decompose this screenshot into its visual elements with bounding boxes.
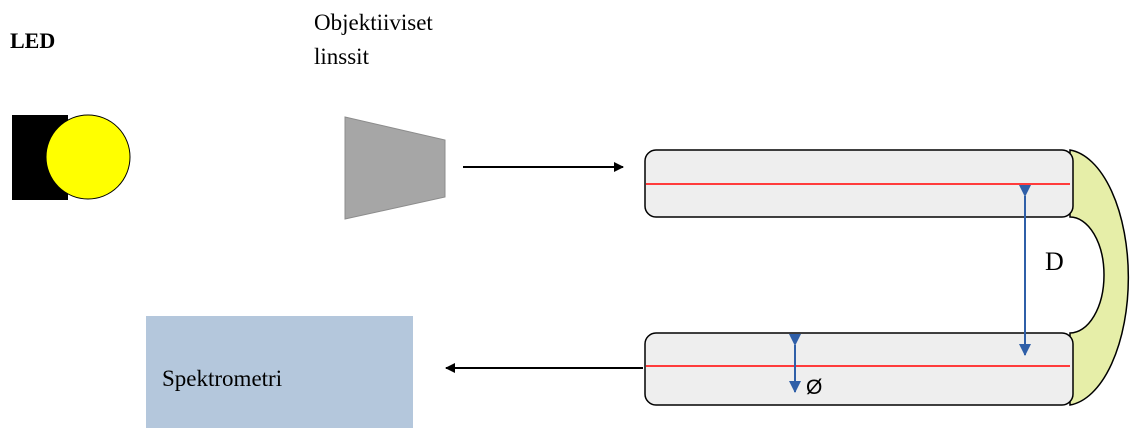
distance-label: D xyxy=(1045,247,1064,276)
led-label: LED xyxy=(10,28,56,53)
lower-fiber xyxy=(644,332,1074,406)
diameter-label: Ø xyxy=(806,376,823,399)
lens-label-line1: Objektiiviset xyxy=(314,10,433,35)
led-symbol xyxy=(12,114,131,200)
spectrometer-box: Spektrometri xyxy=(146,316,413,428)
spectrometer-label: Spektrometri xyxy=(162,366,283,391)
lens-shape xyxy=(344,116,446,220)
led-light xyxy=(45,114,131,200)
fiber-bend xyxy=(1069,149,1130,406)
lens-label-line2: linssit xyxy=(314,44,369,69)
